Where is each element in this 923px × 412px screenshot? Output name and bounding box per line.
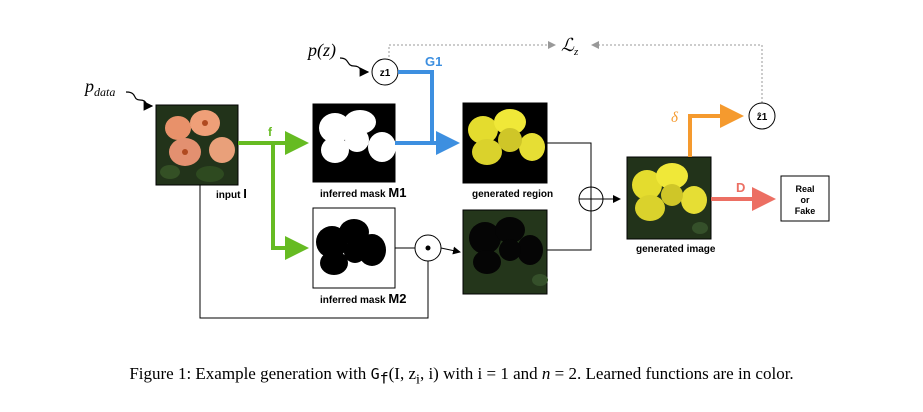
generated-image-label: generated image [636,244,716,255]
input-label: input I [216,186,247,201]
background-region [462,209,548,295]
input-image [155,104,239,186]
g1-arrow [395,70,434,145]
oplus-connections [547,142,621,251]
f-arrows [238,131,309,260]
mask-m1 [312,103,396,183]
delta-arrow [688,104,744,157]
loss-label: ℒz [561,35,579,58]
generated-region-label: generated region [472,189,553,200]
generated-image [626,156,712,240]
input-to-odot-path [199,185,429,319]
p-data-label: pdata [83,76,115,99]
svg-text:Real: Real [795,184,814,194]
loss-path [388,41,763,103]
f-label: f [268,125,273,139]
odot-node [414,234,442,262]
figure-caption: Figure 1: Example generation with Gf(I, … [129,364,794,388]
p-z-arrow [339,57,370,77]
z1-node: z1 [371,58,399,86]
generated-region [462,102,548,184]
svg-text:or: or [801,195,810,205]
p-z-label: p(z) [306,40,336,61]
mask-m1-label: inferred mask M1 [320,185,406,200]
svg-text:ẑ1: ẑ1 [757,112,768,123]
odot-to-background [440,246,461,255]
delta-label: δ [671,110,679,126]
svg-text:Fake: Fake [795,206,816,216]
d-label: D [736,180,745,195]
mask-m2-label: inferred mask M2 [320,291,406,306]
generation-diagram: ℒz pdata p(z) z1 input I f inferred mask… [83,35,830,319]
oplus-node [578,186,604,212]
g1-label: G1 [425,54,442,69]
svg-text:z1: z1 [380,68,391,79]
mask-m2 [312,207,396,289]
p-data-arrow [125,91,154,111]
z1-hat-node: ẑ1 [748,102,776,130]
real-or-fake-box: Real or Fake [780,175,830,222]
